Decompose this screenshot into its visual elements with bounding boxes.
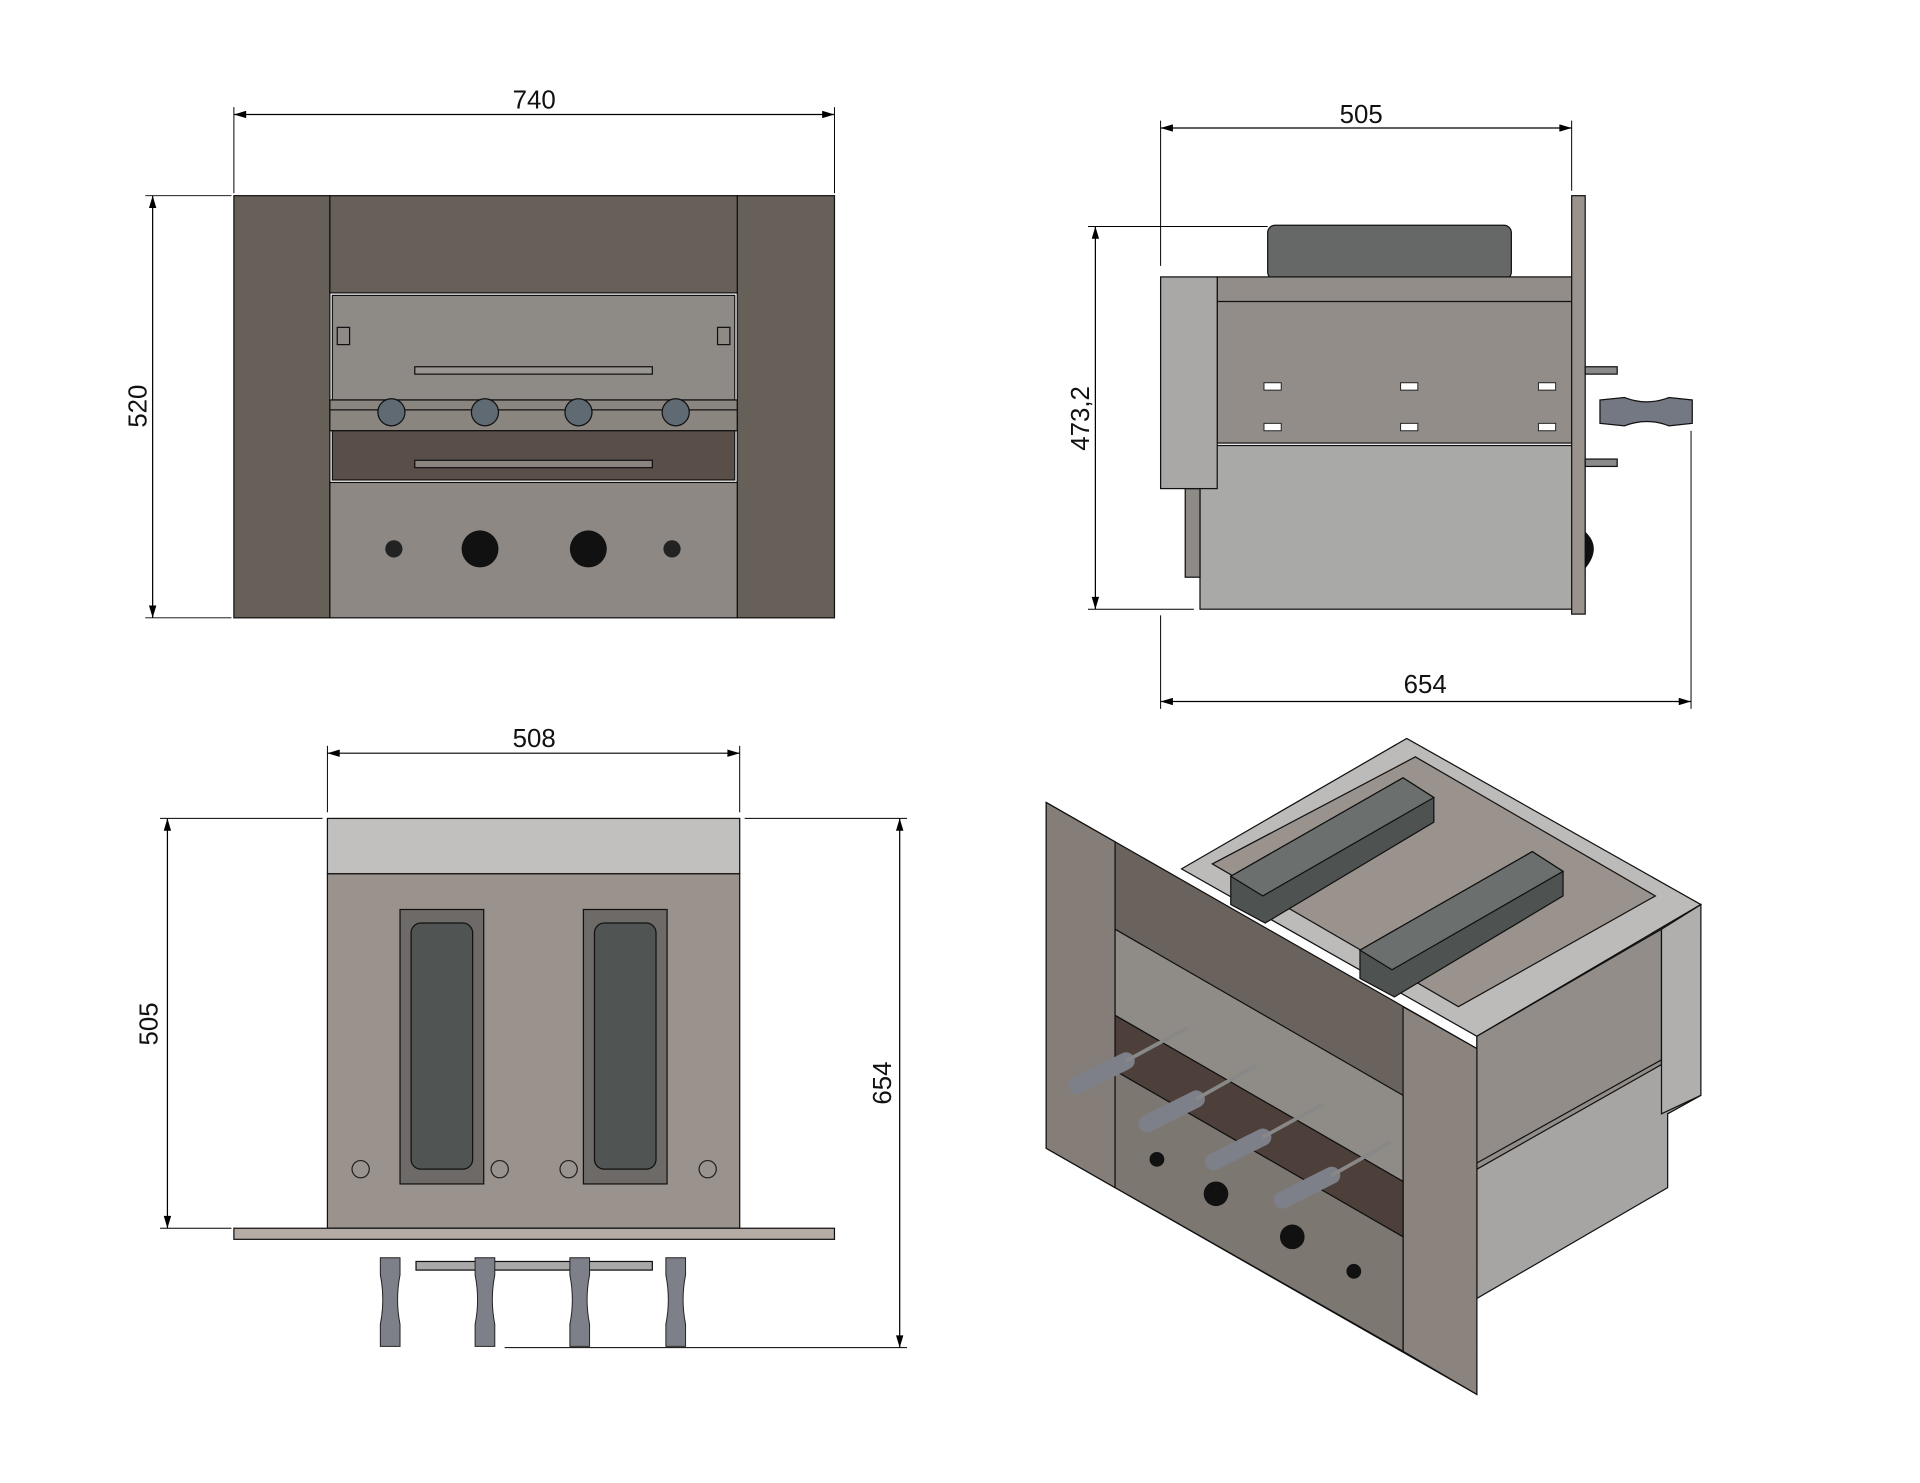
window-handle-bar [414,366,653,375]
dimension-height-label: 473,2 [1067,386,1095,451]
iso-spit-handles [1068,1052,1341,1209]
dimension-depth-label: 505 [1340,101,1383,129]
spit-handles [379,1257,687,1347]
front-plate [233,1227,836,1240]
burner [399,908,485,1185]
top-frame-panel [329,195,738,294]
front-view: 740 520 [125,86,836,619]
gas-knob [569,530,607,568]
upper-body [1216,276,1574,444]
glass-window [331,294,736,401]
dimension-height-label: 520 [125,385,153,428]
lower-body [1199,444,1574,610]
iso-motor [1229,777,1436,924]
dimension-width-label: 508 [513,725,556,753]
spit-knob [661,398,690,427]
spit-knob [470,398,500,427]
front-plate [1571,195,1586,615]
drip-tray [331,430,736,481]
dimension-width-label: 740 [513,86,556,114]
top-view: 508 505 654 [136,725,908,1349]
motor-housing [1267,224,1512,280]
spit-knobs [377,398,690,427]
spit-knob [564,398,593,427]
side-view: 505 473,2 654 [1067,101,1693,709]
top-body [326,873,741,1229]
iso-motor [1358,850,1565,998]
burner [582,908,668,1185]
spit-knob [377,398,406,427]
dimension-overall-depth-label: 654 [869,1061,897,1104]
dimension-overall-depth-label: 654 [1404,671,1447,699]
igniter-button [663,540,681,558]
front-block [1159,276,1218,490]
gas-knob [461,530,499,568]
spit-handle [1599,396,1693,427]
right-frame-panel [736,195,836,619]
dimension-depth-label: 505 [136,1002,164,1045]
igniter-button [385,540,403,558]
isometric-view [1045,737,1703,1396]
left-frame-panel [233,195,331,619]
